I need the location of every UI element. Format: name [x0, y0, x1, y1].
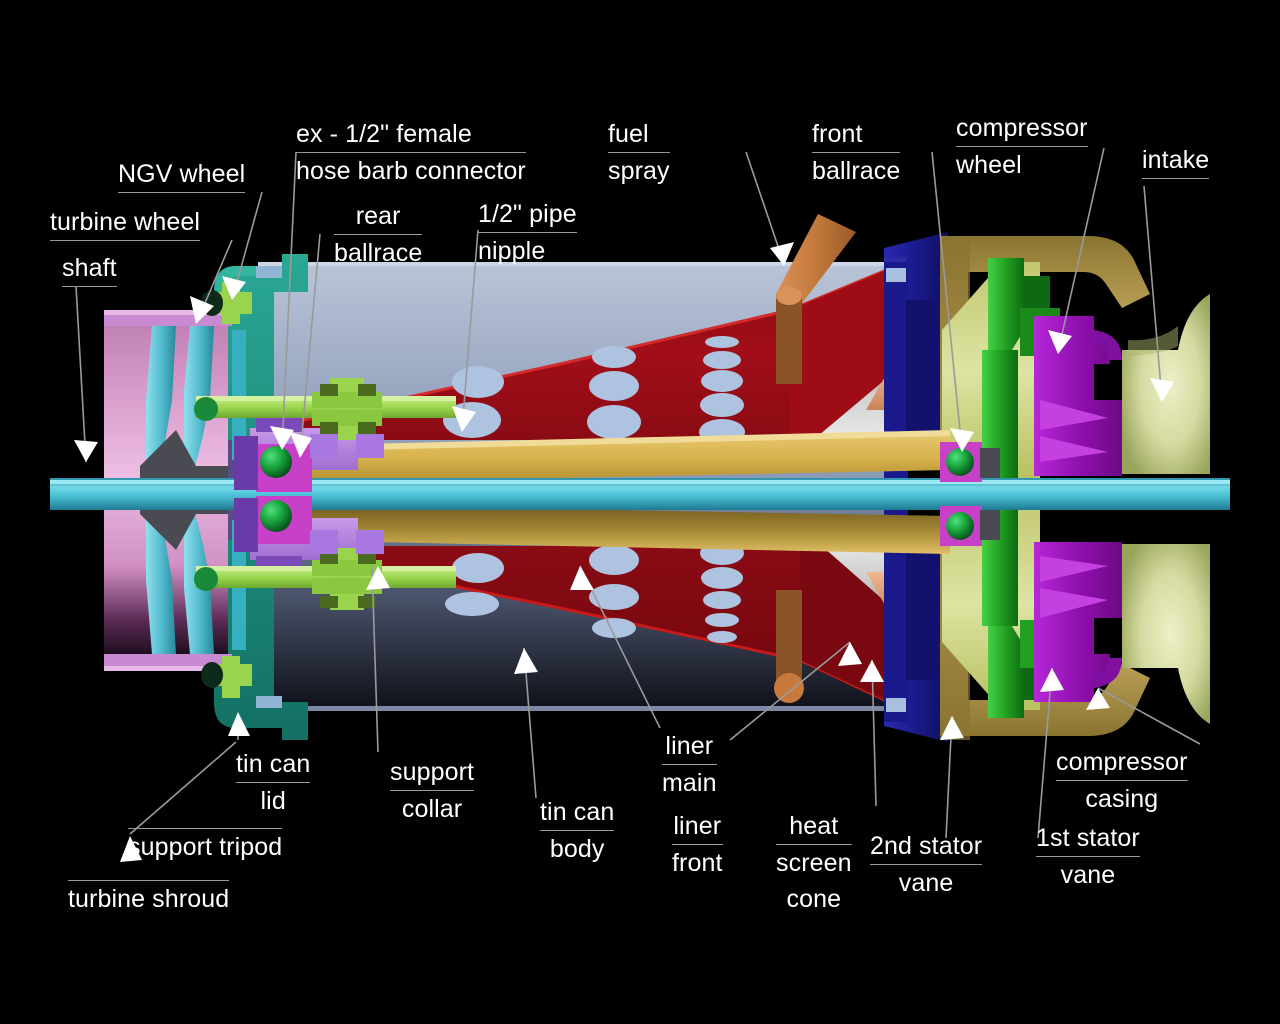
- label-turbine-wheel: turbine wheel: [50, 204, 201, 241]
- support-tripod-part: [194, 282, 456, 698]
- label-2nd-stator-vane: 2nd stator vane: [870, 828, 983, 901]
- label-front-ballrace-line1: front: [812, 116, 901, 153]
- label-intake-text: intake: [1142, 142, 1210, 179]
- label-1st-stator-vane-line1: 1st stator: [1036, 820, 1140, 857]
- label-compressor-wheel-line2: wheel: [956, 151, 1022, 179]
- label-2nd-stator-vane-line2: vane: [898, 869, 954, 897]
- label-fuel-spray-line2: spray: [608, 157, 670, 185]
- label-rear-ballrace-line1: rear: [334, 198, 423, 235]
- label-ngv-wheel: NGV wheel: [118, 156, 246, 193]
- label-pipe-nipple: 1/2" pipe nipple: [478, 196, 577, 269]
- label-heat-screen-cone-line3: cone: [786, 885, 842, 913]
- shaft-tube-part: [276, 430, 950, 554]
- label-rear-ballrace: rear ballrace: [334, 198, 423, 271]
- label-heat-screen-cone-line2: screen: [776, 849, 852, 877]
- label-front-ballrace-line2: ballrace: [812, 157, 901, 185]
- label-fuel-spray-line1: fuel: [608, 116, 670, 153]
- label-turbine-shroud: turbine shroud: [68, 880, 230, 917]
- label-liner-main-line2: main: [662, 769, 717, 797]
- label-liner-front-line1: liner: [672, 808, 723, 845]
- support-collar-part: [310, 378, 384, 610]
- label-tin-can-body-line2: body: [549, 835, 605, 863]
- label-shaft-text: shaft: [62, 250, 117, 287]
- label-support-tripod-text: support tripod: [128, 828, 283, 865]
- label-support-tripod: support tripod: [128, 828, 283, 865]
- label-tin-can-body-line1: tin can: [540, 794, 615, 831]
- label-liner-main-line1: liner: [662, 728, 717, 765]
- label-compressor-casing-line2: casing: [1085, 785, 1159, 813]
- label-1st-stator-vane-line2: vane: [1060, 861, 1116, 889]
- label-hose-barb-line2: hose barb connector: [296, 157, 526, 185]
- label-intake: intake: [1142, 142, 1210, 179]
- label-1st-stator-vane: 1st stator vane: [1036, 820, 1140, 893]
- label-front-ballrace: front ballrace: [812, 116, 901, 189]
- label-tin-can-lid-line2: lid: [260, 787, 286, 815]
- label-compressor-wheel-line1: compressor: [956, 110, 1088, 147]
- label-tin-can-lid: tin can lid: [236, 746, 311, 819]
- liner-cooling-holes-upper: [443, 336, 745, 445]
- label-support-collar-line1: support: [390, 754, 475, 791]
- label-heat-screen-cone-line1: heat: [776, 808, 852, 845]
- fuel-spray-part: [774, 214, 856, 703]
- label-compressor-casing-line1: compressor: [1056, 744, 1188, 781]
- label-turbine-wheel-text: turbine wheel: [50, 204, 201, 241]
- label-compressor-casing: compressor casing: [1056, 744, 1188, 817]
- label-fuel-spray: fuel spray: [608, 116, 670, 189]
- label-tin-can-lid-line1: tin can: [236, 746, 311, 783]
- label-liner-front-line2: front: [672, 849, 723, 877]
- label-shaft: shaft: [62, 250, 117, 287]
- label-compressor-wheel: compressor wheel: [956, 110, 1088, 183]
- label-hose-barb-line1: ex - 1/2" female: [296, 116, 526, 153]
- label-heat-screen-cone: heat screen cone: [776, 808, 852, 917]
- leader-arrowheads: [74, 242, 1174, 862]
- compressor-wheel-part: [1034, 316, 1122, 702]
- label-pipe-nipple-line2: nipple: [478, 237, 546, 265]
- label-liner-front: liner front: [672, 808, 723, 881]
- diffuser-part: [884, 232, 948, 742]
- label-turbine-shroud-text: turbine shroud: [68, 880, 230, 917]
- label-support-collar: support collar: [390, 754, 475, 827]
- label-ngv-wheel-text: NGV wheel: [118, 156, 246, 193]
- label-pipe-nipple-line1: 1/2" pipe: [478, 196, 577, 233]
- label-support-collar-line2: collar: [401, 795, 463, 823]
- label-hose-barb-connector: ex - 1/2" female hose barb connector: [296, 116, 526, 189]
- label-rear-ballrace-line2: ballrace: [334, 239, 423, 267]
- label-liner-main: liner main: [662, 728, 717, 801]
- label-tin-can-body: tin can body: [540, 794, 615, 867]
- label-2nd-stator-vane-line1: 2nd stator: [870, 828, 983, 865]
